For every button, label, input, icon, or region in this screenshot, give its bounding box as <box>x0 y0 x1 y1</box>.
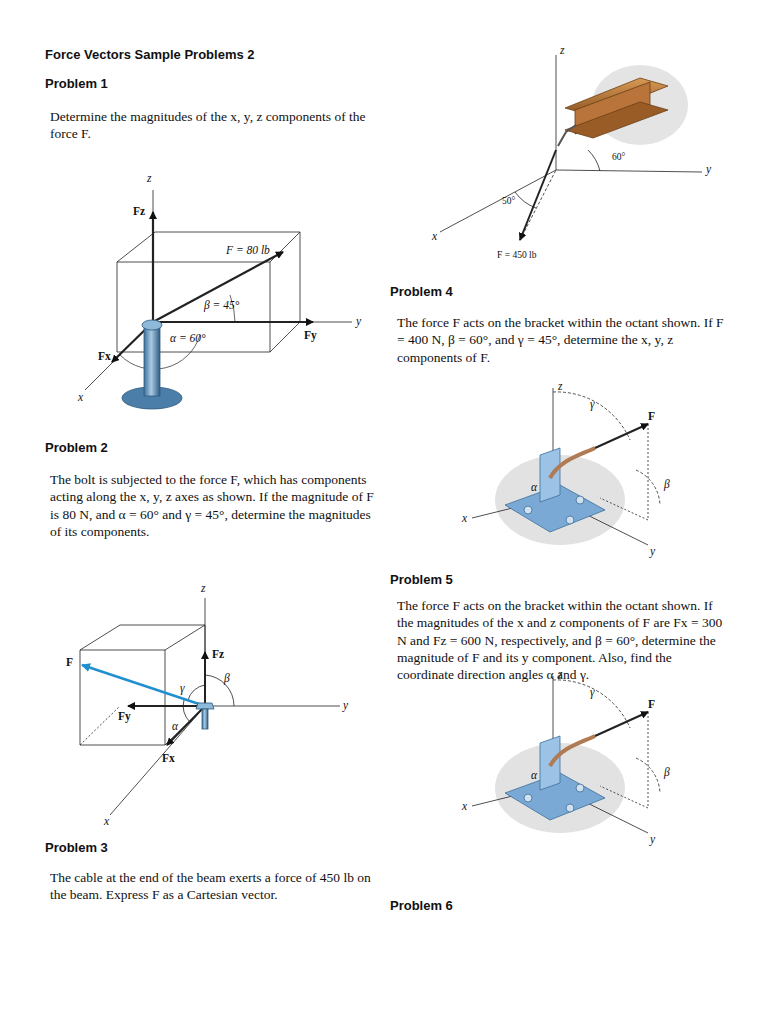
axis-label: x <box>432 230 437 242</box>
axis-label: x <box>462 800 467 812</box>
axis-label: z <box>147 172 151 184</box>
figure-4 <box>472 388 660 545</box>
angle-label: γ <box>180 682 185 694</box>
angle-label: α = 60° <box>170 332 206 344</box>
page-title: Force Vectors Sample Problems 2 <box>45 47 255 62</box>
axis-label: x <box>78 391 83 403</box>
figure-1 <box>85 190 352 409</box>
axis-label: z <box>201 582 205 594</box>
force-label: F = 450 lb <box>497 250 536 260</box>
force-label: Fx <box>98 350 111 362</box>
axis-label: z <box>558 668 562 680</box>
axis-label: z <box>558 380 562 392</box>
problem-text: The cable at the end of the beam exerts … <box>50 869 375 904</box>
problem-heading: Problem 1 <box>45 76 108 91</box>
axis-label: x <box>104 815 109 827</box>
force-label: Fy <box>118 710 131 722</box>
axis-label: y <box>650 833 655 845</box>
angle-label: α <box>531 769 537 781</box>
problem-heading: Problem 4 <box>390 284 453 299</box>
axis-label: x <box>462 512 467 524</box>
force-label: Fz <box>212 648 224 660</box>
angle-label: β <box>664 766 670 778</box>
problem-text: Determine the magnitudes of the x, y, z … <box>50 108 375 143</box>
problem-text: The force F acts on the bracket within t… <box>397 314 727 366</box>
force-label: Fx <box>162 752 175 764</box>
angle-label: 50° <box>502 196 515 206</box>
problem-heading: Problem 2 <box>45 440 108 455</box>
problem-text: The bolt is subjected to the force F, wh… <box>50 471 375 540</box>
figure-5 <box>472 676 660 833</box>
figure-2 <box>80 598 340 815</box>
force-label: Fy <box>304 329 317 341</box>
axis-label: y <box>706 163 711 175</box>
axis-label: z <box>560 44 564 56</box>
figure-3 <box>440 55 702 240</box>
force-label: F <box>66 656 73 668</box>
angle-label: 60° <box>612 152 625 162</box>
angle-label: β <box>664 478 670 490</box>
angle-label: γ <box>590 398 595 410</box>
force-label: F <box>648 410 655 422</box>
force-label: F = 80 lb <box>226 244 270 256</box>
axis-label: y <box>650 545 655 557</box>
axis-label: y <box>343 699 348 711</box>
axis-label: y <box>356 315 361 327</box>
angle-label: α <box>531 481 537 493</box>
force-label: F <box>648 698 655 710</box>
problem-heading: Problem 6 <box>390 898 453 913</box>
angle-label: β <box>224 672 230 684</box>
angle-label: α <box>172 720 178 732</box>
problem-heading: Problem 5 <box>390 572 453 587</box>
angle-label: γ <box>590 686 595 698</box>
angle-label: β = 45° <box>204 299 239 311</box>
force-label: Fz <box>133 205 145 217</box>
problem-heading: Problem 3 <box>45 840 108 855</box>
